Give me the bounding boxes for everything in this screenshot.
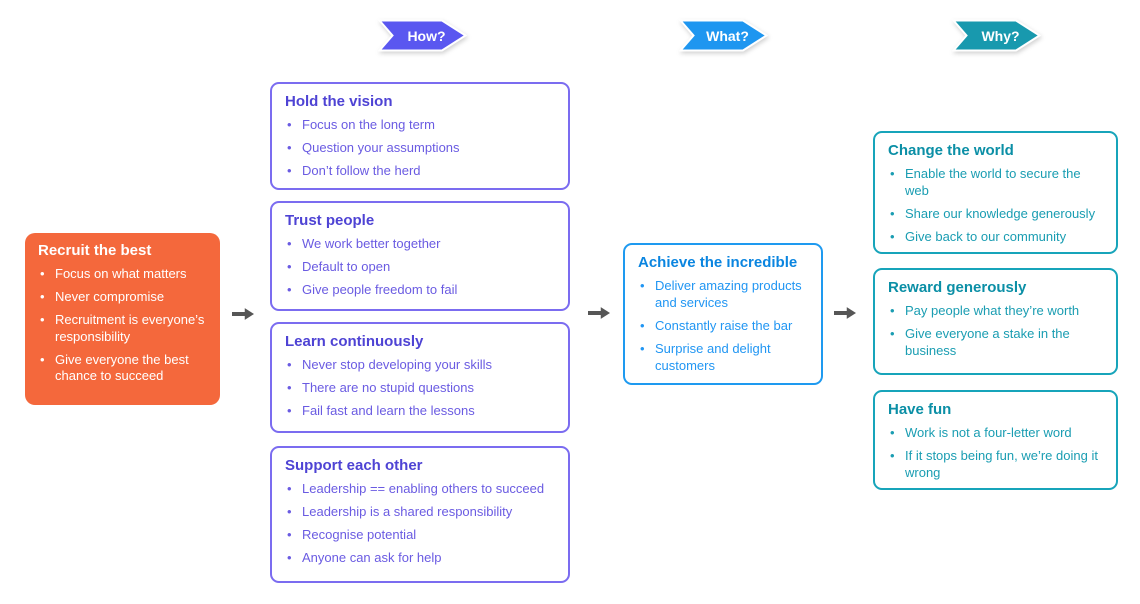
bullet-item: Give everyone a stake in the business	[888, 326, 1103, 360]
bullet-item: Leadership == enabling others to succeed	[285, 481, 555, 498]
card-title: Change the world	[888, 142, 1014, 159]
bullet-item: Enable the world to secure the web	[888, 166, 1103, 200]
flow-arrow-right	[232, 308, 254, 320]
card-title: Learn continuously	[285, 333, 424, 350]
card-recruit-the-best: Recruit the best Focus on what mattersNe…	[25, 233, 220, 405]
card-title: Recruit the best	[38, 242, 152, 259]
bullet-item: Constantly raise the bar	[638, 318, 808, 335]
bullet-item: Deliver amazing products and services	[638, 278, 808, 312]
bullet-list: Never stop developing your skillsThere a…	[285, 357, 555, 420]
bullet-item: We work better together	[285, 236, 555, 253]
card-title: Achieve the incredible	[638, 254, 798, 271]
bullet-list: Focus on what mattersNever compromiseRec…	[38, 266, 207, 385]
lane-label-why: Why?	[981, 27, 1020, 44]
bullet-item: Focus on what matters	[38, 266, 207, 283]
card-title: Have fun	[888, 401, 952, 418]
card-reward-generously: Reward generously Pay people what they’r…	[873, 268, 1118, 375]
lane-banner-why: Why?	[952, 19, 1041, 52]
bullet-list: Work is not a four-letter word If it stop…	[888, 425, 1103, 482]
bullet-item: Never compromise	[38, 289, 207, 306]
bullet-item: Default to open	[285, 259, 555, 276]
card-trust-people: Trust people We work better togetherDefa…	[270, 201, 570, 311]
lane-banner-what: What?	[679, 19, 768, 52]
chevron-banner-icon	[679, 19, 768, 52]
chevron-banner-icon	[952, 19, 1041, 52]
flow-arrow-right	[588, 307, 610, 319]
bullet-list: Pay people what they’re worthGive everyo…	[888, 303, 1103, 360]
card-title: Trust people	[285, 212, 375, 229]
bullet-list: We work better togetherDefault to openGi…	[285, 236, 555, 299]
card-change-the-world: Change the world Enable the world to sec…	[873, 131, 1118, 254]
bullet-item: Focus on the long term	[285, 117, 555, 134]
chevron-banner-icon	[378, 19, 467, 52]
flow-arrow-right	[834, 307, 856, 319]
bullet-list: Focus on the long termQuestion your assu…	[285, 117, 555, 180]
bullet-item: Question your assumptions	[285, 140, 555, 157]
lane-banner-how: How?	[378, 19, 467, 52]
bullet-item: Fail fast and learn the lessons	[285, 403, 555, 420]
bullet-item: There are no stupid questions	[285, 380, 555, 397]
card-title: Support each other	[285, 457, 423, 474]
card-have-fun: Have fun Work is not a four-letter wordI…	[873, 390, 1118, 490]
card-support-each-other: Support each other Leadership == enablin…	[270, 446, 570, 583]
bullet-item: If it stops being fun, we’re doing it wr…	[888, 448, 1103, 482]
bullet-item: Leadership is a shared responsibility	[285, 504, 555, 521]
lane-label-what: What?	[706, 27, 749, 44]
card-achieve-the-incredible: Achieve the incredible Deliver amazing p…	[623, 243, 823, 385]
bullet-item: Work is not a four-letter word	[888, 425, 1103, 442]
bullet-item: Give everyone the best chance to succeed	[38, 352, 207, 386]
bullet-item: Share our knowledge generously	[888, 206, 1103, 223]
bullet-item: Never stop developing your skills	[285, 357, 555, 374]
bullet-item: Don’t follow the herd	[285, 163, 555, 180]
bullet-item: Surprise and delight customers	[638, 341, 808, 375]
card-hold-the-vision: Hold the vision Focus on the long termQu…	[270, 82, 570, 190]
card-title: Hold the vision	[285, 93, 393, 110]
card-title: Reward generously	[888, 279, 1027, 296]
bullet-item: Give back to our community	[888, 229, 1103, 246]
bullet-list: Deliver amazing products and servicesCon…	[638, 278, 808, 374]
bullet-list: Enable the world to secure the webShare …	[888, 166, 1103, 246]
bullet-item: Recognise potential	[285, 527, 555, 544]
bullet-item: Anyone can ask for help	[285, 550, 555, 567]
bullet-list: Leadership == enabling others to succeed…	[285, 481, 555, 567]
bullet-item: Pay people what they’re worth	[888, 303, 1103, 320]
lane-label-how: How?	[407, 27, 446, 44]
card-learn-continuously: Learn continuously Never stop developing…	[270, 322, 570, 433]
bullet-item: Recruitment is everyone’s responsibility	[38, 312, 207, 346]
bullet-item: Give people freedom to fail	[285, 282, 555, 299]
